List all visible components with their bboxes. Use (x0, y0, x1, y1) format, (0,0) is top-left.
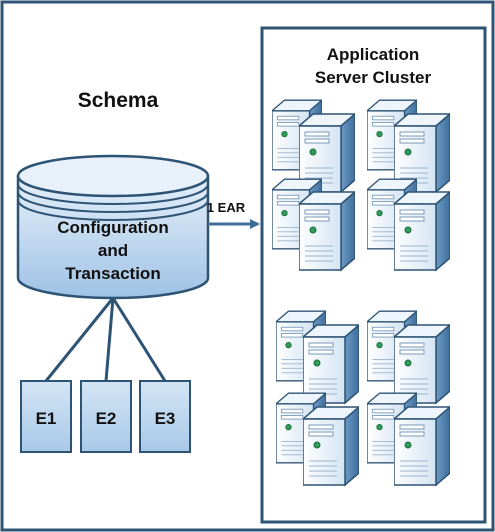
server-tower-icon (394, 406, 450, 486)
database-label-line2: and (98, 241, 128, 260)
cluster-title-line1: Application (327, 45, 420, 64)
entity-label-e3: E3 (155, 409, 176, 428)
entity-label-e2: E2 (96, 409, 117, 428)
server-tower-icon (303, 324, 359, 404)
cluster-title-line2: Server Cluster (315, 68, 432, 87)
server-tower-icon (299, 191, 355, 271)
entity-box-e3: E3 (139, 380, 191, 453)
entity-label-e1: E1 (36, 409, 57, 428)
ear-label: 1 EAR (207, 200, 246, 215)
database-label-line3: Transaction (65, 264, 160, 283)
database-label-line1: Configuration (57, 218, 168, 237)
entity-connectors (44, 297, 167, 382)
entity-box-e2: E2 (80, 380, 132, 453)
server-tower-icon (394, 324, 450, 404)
entity-box-e1: E1 (20, 380, 72, 453)
server-tower-icon (303, 406, 359, 486)
server-tower-icon (394, 191, 450, 271)
schema-title: Schema (78, 89, 159, 112)
database-cylinder-icon (16, 154, 210, 300)
